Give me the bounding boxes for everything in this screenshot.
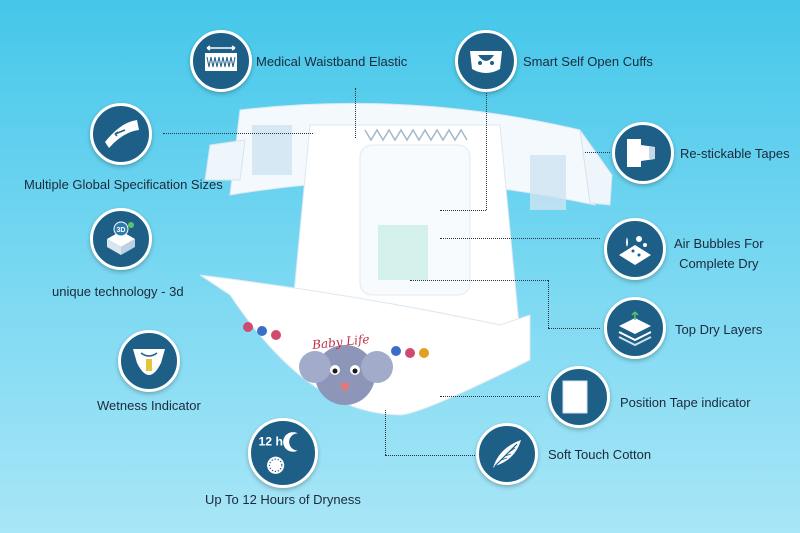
label-dry-layers: Top Dry Layers	[675, 322, 763, 337]
position-badge	[548, 366, 610, 428]
label-tapes: Re-stickable Tapes	[680, 146, 790, 161]
waistband-badge	[190, 30, 252, 92]
dry-layers-icon	[618, 311, 652, 347]
connector-cuffs-h	[440, 210, 486, 211]
label-air-line2: Complete Dry	[679, 256, 759, 271]
label-waistband: Medical Waistband Elastic	[256, 54, 408, 69]
waistband-icon	[205, 45, 237, 71]
label-soft-cotton: Soft Touch Cotton	[548, 447, 652, 462]
diaper-illustration	[200, 102, 613, 416]
connector-air	[440, 238, 600, 239]
sizes-icon	[105, 120, 139, 148]
label-sizes: Multiple Global Specification Sizes	[24, 177, 223, 192]
3d-layer-icon: 3D	[107, 221, 135, 255]
label-tech3d: unique technology - 3d	[52, 284, 184, 299]
connector-layers-h2	[548, 328, 600, 329]
connector-waistband	[355, 88, 356, 138]
tapes-badge	[612, 122, 674, 184]
connector-layers	[410, 280, 548, 281]
label-air-line1: Air Bubbles For	[674, 236, 764, 251]
connector-layers-v	[548, 280, 549, 328]
sizes-badge	[90, 103, 152, 165]
tech3d-badge: 3D	[90, 208, 152, 270]
position-tape-icon	[562, 380, 588, 414]
label-wetness: Wetness Indicator	[97, 398, 201, 413]
connector-cuffs	[486, 90, 487, 210]
dryness-badge: 12 h	[248, 418, 318, 488]
air-bubbles-icon	[619, 236, 651, 265]
cotton-badge	[476, 423, 538, 485]
feather-icon	[493, 440, 521, 468]
label-air: Air Bubbles For Complete Dry	[674, 235, 764, 272]
wetness-indicator-icon	[133, 349, 165, 375]
connector-tapes	[585, 152, 610, 153]
moon-clock-icon: 12 h	[258, 432, 298, 474]
cuffs-icon	[470, 51, 502, 73]
label-position-tape: Position Tape indicator	[620, 395, 751, 410]
air-badge	[604, 218, 666, 280]
connector-cotton-h	[385, 455, 475, 456]
tech3d-text: 3D	[117, 227, 126, 234]
wetness-badge	[118, 330, 180, 392]
label-dryness: Up To 12 Hours of Dryness	[205, 492, 361, 507]
connector-cotton	[385, 410, 386, 455]
connector-position	[440, 396, 540, 397]
layers-badge	[604, 297, 666, 359]
label-cuffs: Smart Self Open Cuffs	[523, 54, 653, 69]
hours-text: 12 h	[258, 435, 283, 449]
cuffs-badge	[455, 30, 517, 92]
tape-icon	[627, 139, 655, 167]
connector-sizes	[163, 133, 313, 134]
